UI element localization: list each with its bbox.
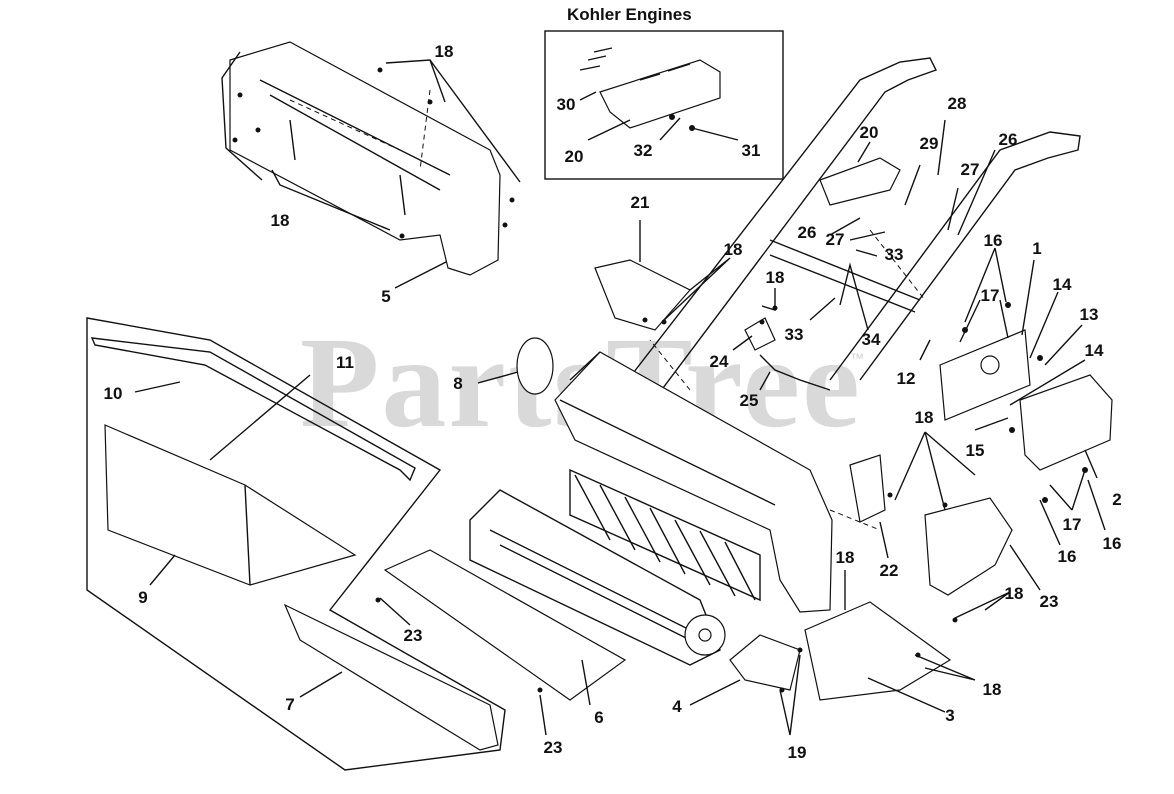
bracket-part-21 [594,259,691,331]
callout-label: 2 [1112,490,1122,509]
handle-frame [619,57,937,393]
callout-label: 17 [1062,515,1082,534]
callout-label: 26 [998,130,1018,149]
callout-label: 18 [835,548,855,567]
kohler-inset-box [544,30,784,180]
watermark-trademark: ™ [850,350,864,366]
callout-label: 27 [825,230,845,249]
callout-label: 8 [453,374,463,393]
callout-label: 15 [965,441,985,460]
inset-bracket-20 [599,59,721,129]
inset-title: Kohler Engines [567,5,692,24]
plate-part-1 [939,329,1031,421]
reel-drum [569,468,761,602]
callout-label: 13 [1079,305,1099,324]
callout-label: 18 [765,268,785,287]
callout-label: 11 [336,353,354,372]
callout-label: 31 [741,141,761,160]
callout-label: 14 [1052,275,1072,294]
callout-label: 16 [1102,534,1122,553]
disc-part-8 [516,337,554,395]
callout-label: 7 [285,695,295,714]
callout-label: 16 [1057,547,1077,566]
callout-label: 4 [672,697,682,716]
catcher-frame-10 [90,337,416,482]
callout-label: 26 [797,223,817,242]
callout-label: 1 [1032,239,1042,258]
leader-lines [134,59,1106,736]
plate-part-24 [744,317,776,351]
callout-label: 18 [982,680,1002,699]
callout-label: 14 [1084,341,1104,360]
callout-label: 34 [861,330,881,349]
reel-housing [554,351,833,613]
cable-part-25 [759,354,831,391]
callout-label: 28 [947,94,967,113]
callout-label: 24 [709,352,729,371]
callout-label: 27 [960,160,980,179]
catcher-bag-9 [104,424,357,586]
callout-label: 18 [723,240,743,259]
callout-label: 21 [630,193,650,212]
callout-label: 23 [1039,592,1059,611]
fasteners [232,67,1088,693]
callout-label: 25 [739,391,759,410]
cover-part-5 [229,41,501,276]
cover-part-2 [1019,374,1113,471]
callout-label: 10 [103,384,123,403]
callout-label: 18 [1004,584,1024,603]
callout-label: 3 [945,706,955,725]
callout-label: 5 [381,287,391,306]
callout-label: 18 [270,211,290,230]
callout-label: 9 [138,588,148,607]
callout-label: 32 [633,141,653,160]
callout-label: 18 [434,42,454,61]
callout-label: 17 [980,286,1000,305]
callout-label: 6 [594,708,604,727]
callout-label: 33 [784,325,804,344]
callout-label: 12 [896,369,916,388]
shield-part-7 [283,603,499,751]
callout-label: 20 [859,123,879,142]
callout-label: 20 [564,147,584,166]
callout-label: 23 [403,626,423,645]
callout-label: 23 [543,738,563,757]
callout-label: 19 [787,743,807,762]
callout-label: 18 [914,408,934,427]
callout-label: 30 [556,95,576,114]
lower-frame [469,489,721,666]
bracket-part-22 [849,454,886,523]
callout-label: 22 [879,561,899,580]
callout-label: 29 [919,134,939,153]
callout-label: 33 [884,245,904,264]
callout-label: 16 [983,231,1003,250]
housing-part-23 [924,497,1013,596]
catcher-outline-11 [86,317,506,771]
panel-part-3 [804,601,952,701]
bracket-part-20-top [819,157,901,206]
bracket-part-4 [729,634,801,691]
shield-part-6 [383,549,627,701]
